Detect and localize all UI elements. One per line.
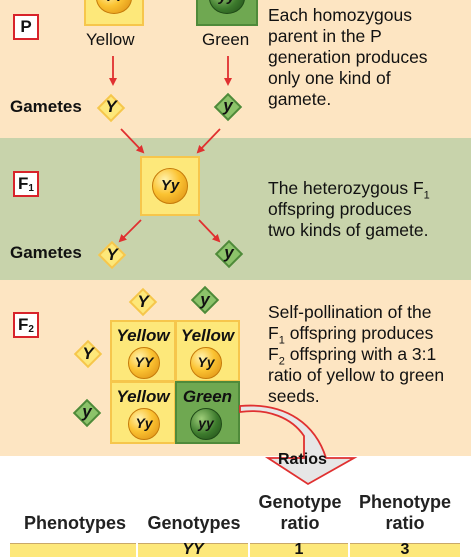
f1-generation-label: F1 (13, 171, 39, 197)
table-genotype-value: YY (182, 541, 204, 558)
punnett-cell-1-phenotype: Yellow (116, 326, 170, 345)
f1-description-line-1: The heterozygous F1 (268, 178, 430, 202)
p-gametes-label: Gametes (10, 97, 82, 116)
f1-gamete-yellow-label: Y (106, 245, 118, 264)
f2-row-gamete-green-label: y (82, 402, 92, 421)
punnett-pea-4: yy (190, 408, 222, 440)
punnett-cell-3-phenotype: Yellow (116, 387, 170, 406)
p-description-line-2: parent in the P (268, 26, 382, 46)
f1-gamete-green-label: y (224, 243, 234, 262)
f2-description-line-2: F1 offspring produces (268, 323, 434, 347)
ratios-callout-arrow (239, 404, 358, 486)
f1-yellow-pea: Yy (152, 168, 188, 204)
f2-description-line-5: seeds. (268, 386, 320, 406)
f2-row-gamete-yellow-label: Y (82, 344, 94, 363)
punnett-pea-1: YY (128, 347, 160, 379)
arrow-f1-to-gamete-y (118, 219, 142, 243)
punnett-pea-3: Yy (128, 408, 160, 440)
f1-description-line-3: two kinds of gamete. (268, 220, 429, 240)
punnett-cell-4-phenotype: Green (182, 387, 233, 406)
f2-col-gamete-yellow-label: Y (137, 292, 149, 311)
f2-col-gamete-green-label: y (200, 290, 210, 309)
p-description-line-1: Each homozygous (268, 5, 412, 25)
p-gamete-yellow-label: Y (105, 97, 117, 116)
green-parent-label: Green (202, 30, 250, 49)
punnett-pea-2: Yy (190, 347, 222, 379)
yellow-parent-label: Yellow (86, 30, 135, 49)
table-row-phenotype-cell (10, 543, 136, 557)
f1-gametes-label: Gametes (10, 243, 82, 262)
f2-description-line-4: ratio of yellow to green (268, 365, 445, 385)
p-generation-label: P (13, 14, 39, 40)
table-genotype-ratio-value: 1 (294, 541, 304, 558)
table-header-genotypes: Genotypes (147, 513, 241, 533)
table-phenotype-ratio-value: 3 (400, 541, 410, 558)
arrow-f1-to-gamete-y-lower (198, 219, 221, 243)
arrow-gamete-y-lower-to-f1 (196, 128, 221, 154)
p-description-line-5: gamete. (268, 89, 332, 109)
ratio-table-band (0, 456, 471, 552)
table-header-phenotypes: Phenotypes (23, 513, 127, 533)
f2-description-line-3: F2 offspring with a 3:1 (268, 344, 437, 368)
f2-description-line-1: Self-pollination of the (268, 302, 432, 322)
f1-description-line-2: offspring produces (268, 199, 412, 219)
arrow-gamete-y-to-f1 (120, 128, 145, 154)
f2-generation-label: F2 (13, 312, 39, 338)
p-description-line-4: only one kind of (268, 68, 391, 88)
ratios-label: Ratios (278, 451, 327, 468)
p-description-line-3: generation produces (268, 47, 428, 67)
p-gamete-green-label: y (223, 96, 233, 115)
punnett-cell-2-phenotype: Yellow (180, 326, 235, 345)
